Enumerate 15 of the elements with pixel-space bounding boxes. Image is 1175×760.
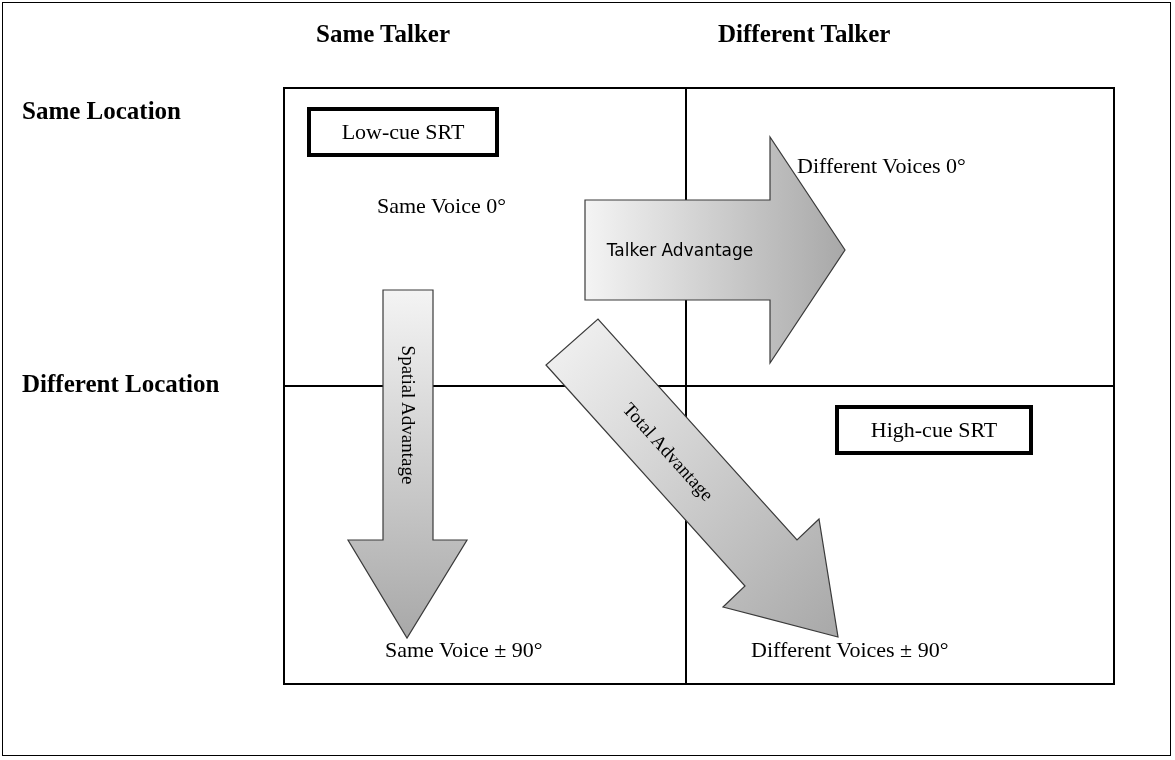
label-box: High-cue SRT: [835, 405, 1033, 455]
cell-text: Same Voice ± 90°: [385, 637, 543, 663]
header-label: Same Talker: [316, 20, 451, 48]
block-arrow: [545, 318, 839, 638]
label-box: Low-cue SRT: [307, 107, 499, 157]
block-arrow: [346, 289, 469, 640]
cell-text: Different Voices ± 90°: [751, 637, 949, 663]
edge-label: Spatial Advantage: [397, 345, 419, 485]
header-label: Different Location: [22, 370, 220, 398]
cell-text: Same Voice 0°: [377, 193, 506, 219]
edge-label: Talker Advantage: [606, 240, 754, 260]
header-label: Same Location: [22, 97, 182, 125]
cell-text: Different Voices 0°: [797, 153, 966, 179]
block-arrow: [584, 135, 846, 365]
header-label: Different Talker: [718, 20, 891, 48]
